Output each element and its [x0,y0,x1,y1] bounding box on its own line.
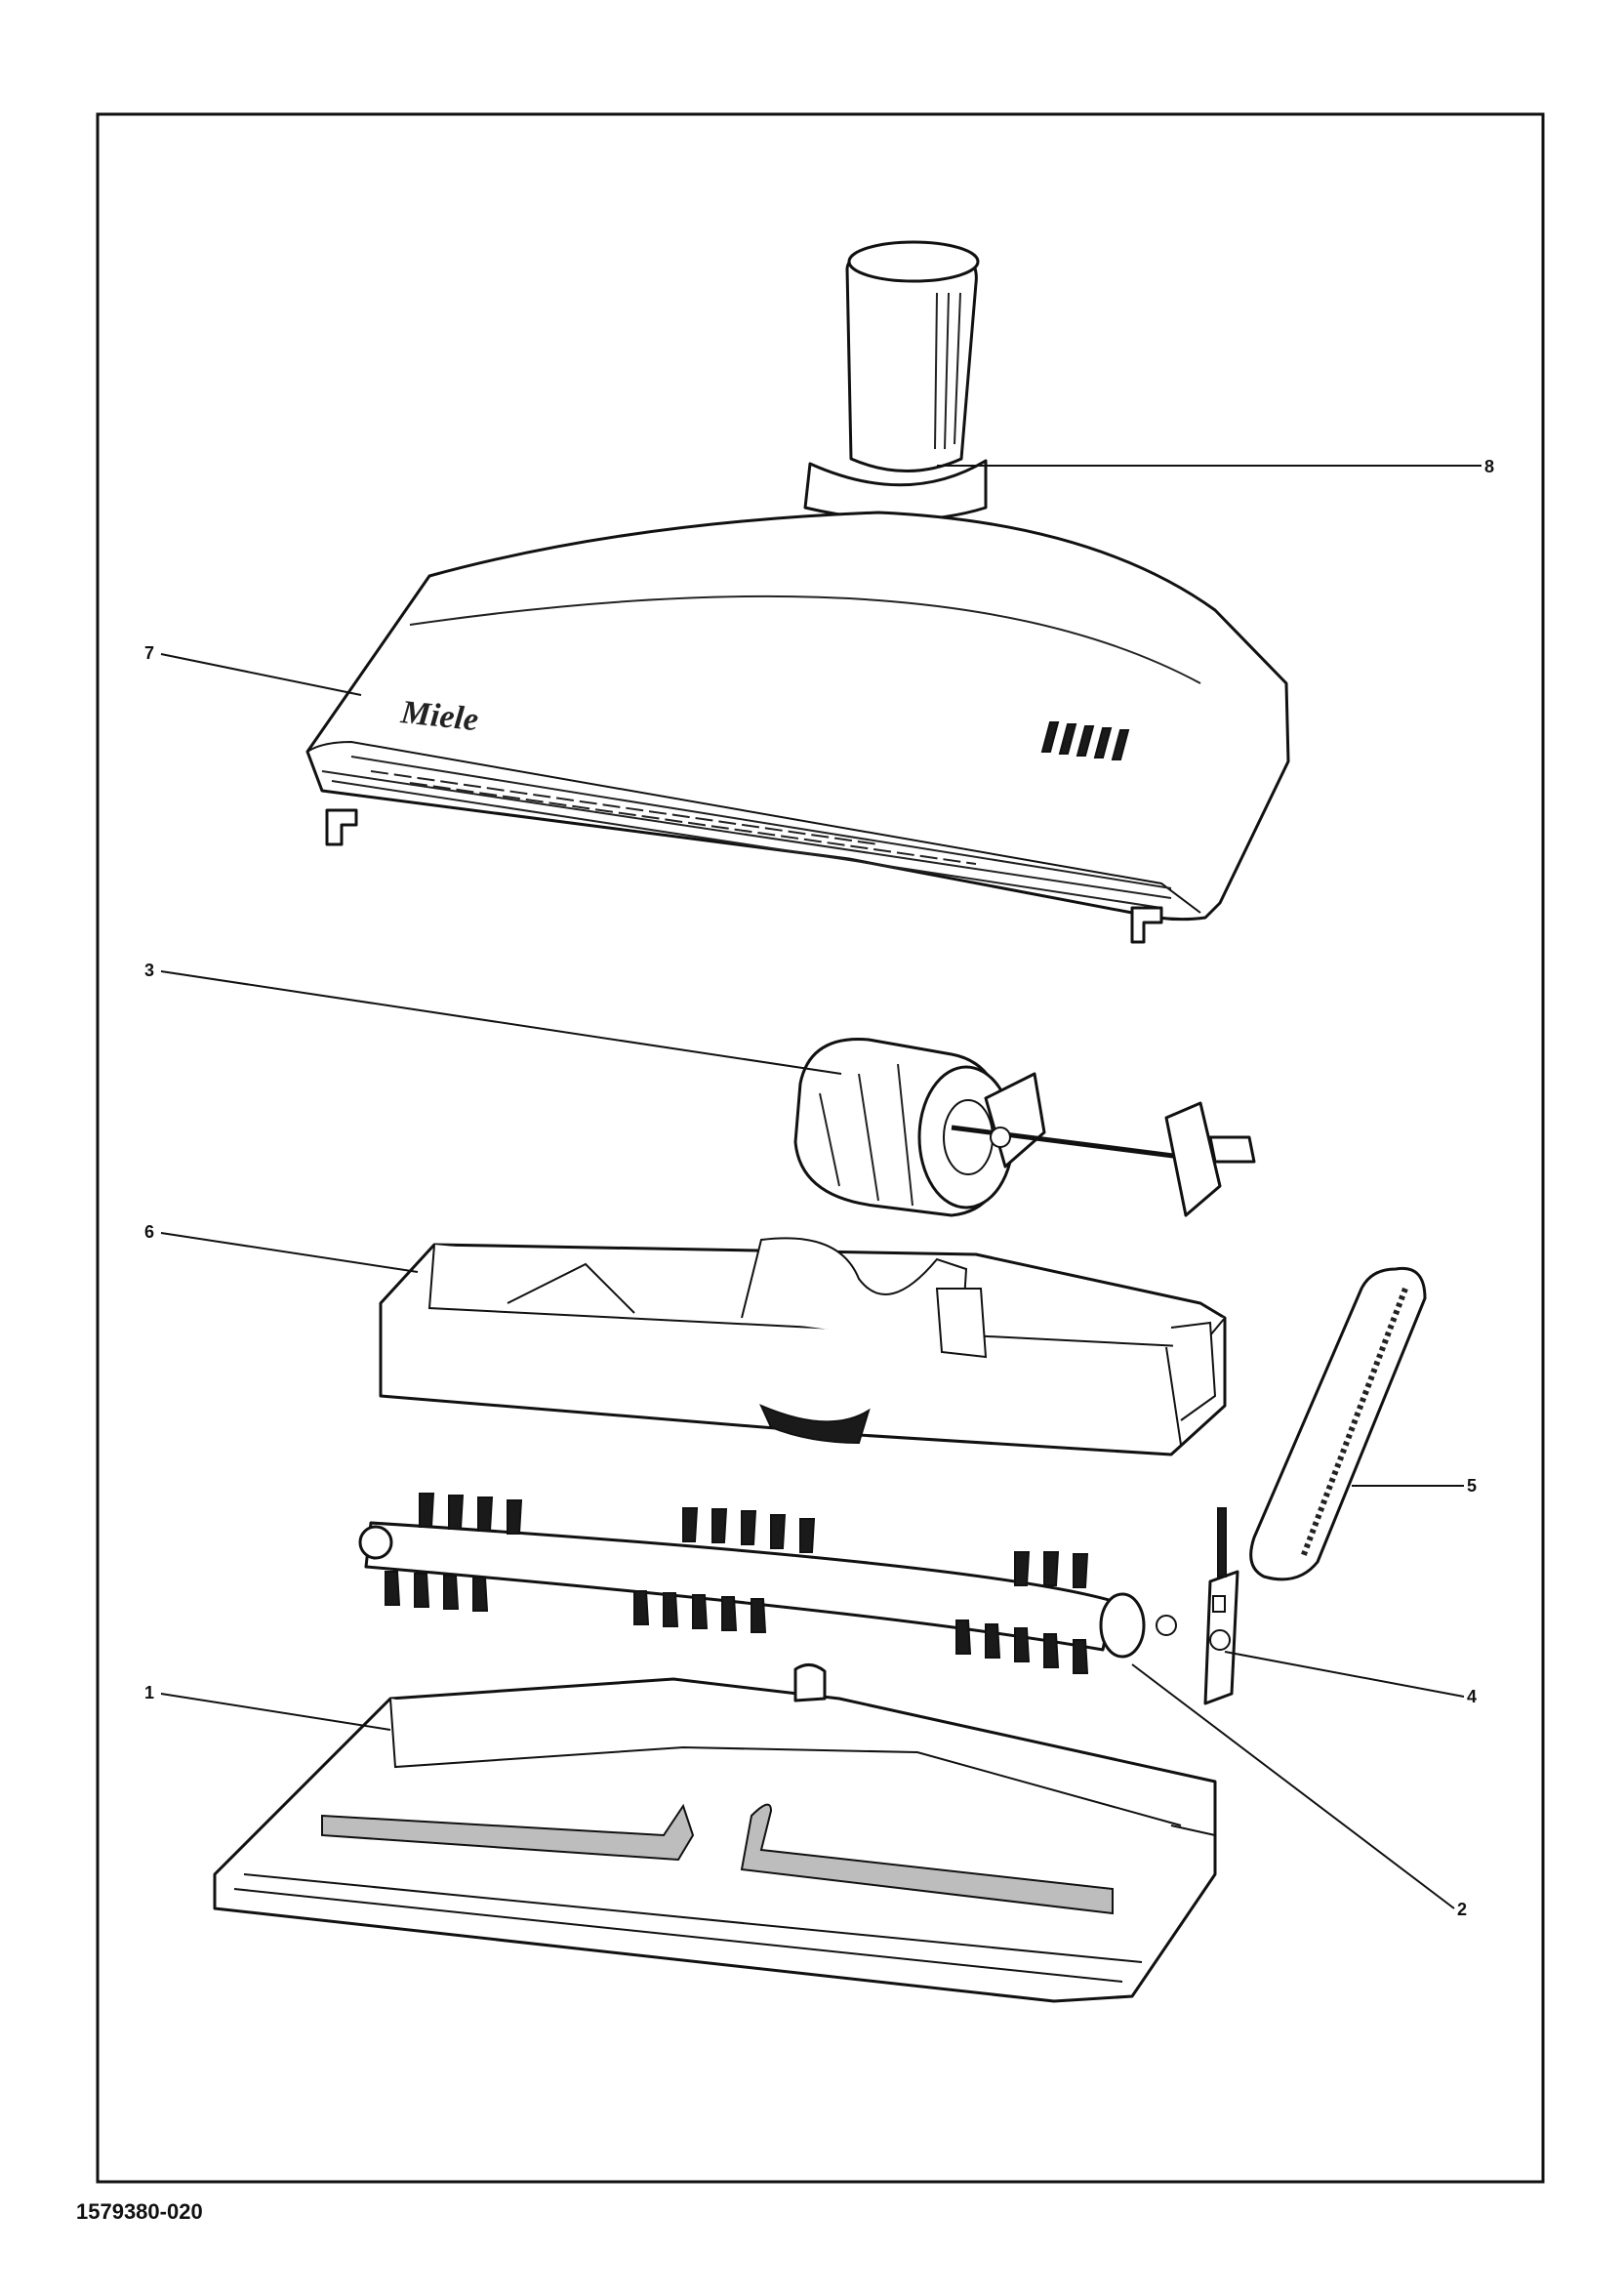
leader-line-6 [160,1232,419,1273]
callout-4: 4 [1467,1687,1477,1706]
leader-line-3 [160,970,842,1075]
part-1-base-plate [213,1663,1217,2003]
callout-8: 8 [1484,457,1494,476]
brush-roller [358,1493,1177,1674]
callout-7: 7 [144,643,154,663]
callout-2: 2 [1457,1900,1467,1919]
leader-line-1 [160,1693,391,1731]
drawing-number: 1579380-020 [76,2199,203,2224]
callout-6: 6 [144,1222,154,1242]
part-7-top-housing: Miele [305,511,1290,944]
part-4-bearing-holder [1203,1507,1239,1705]
callout-5: 5 [1467,1476,1477,1496]
part-5-drive-belt [1249,1266,1427,1581]
brand-logo-text: Miele [398,694,480,738]
callout-3: 3 [144,961,154,980]
callout-1: 1 [144,1683,154,1702]
part-8-connector-tube [803,240,988,521]
leader-line-7 [160,653,362,696]
leader-line-2 [1131,1663,1455,1909]
part-6-brush-housing [379,1237,1227,1456]
drawing-frame [96,112,1545,2184]
part-3-turbine-assembly [793,1038,1256,1217]
leader-line-4 [1224,1651,1465,1698]
